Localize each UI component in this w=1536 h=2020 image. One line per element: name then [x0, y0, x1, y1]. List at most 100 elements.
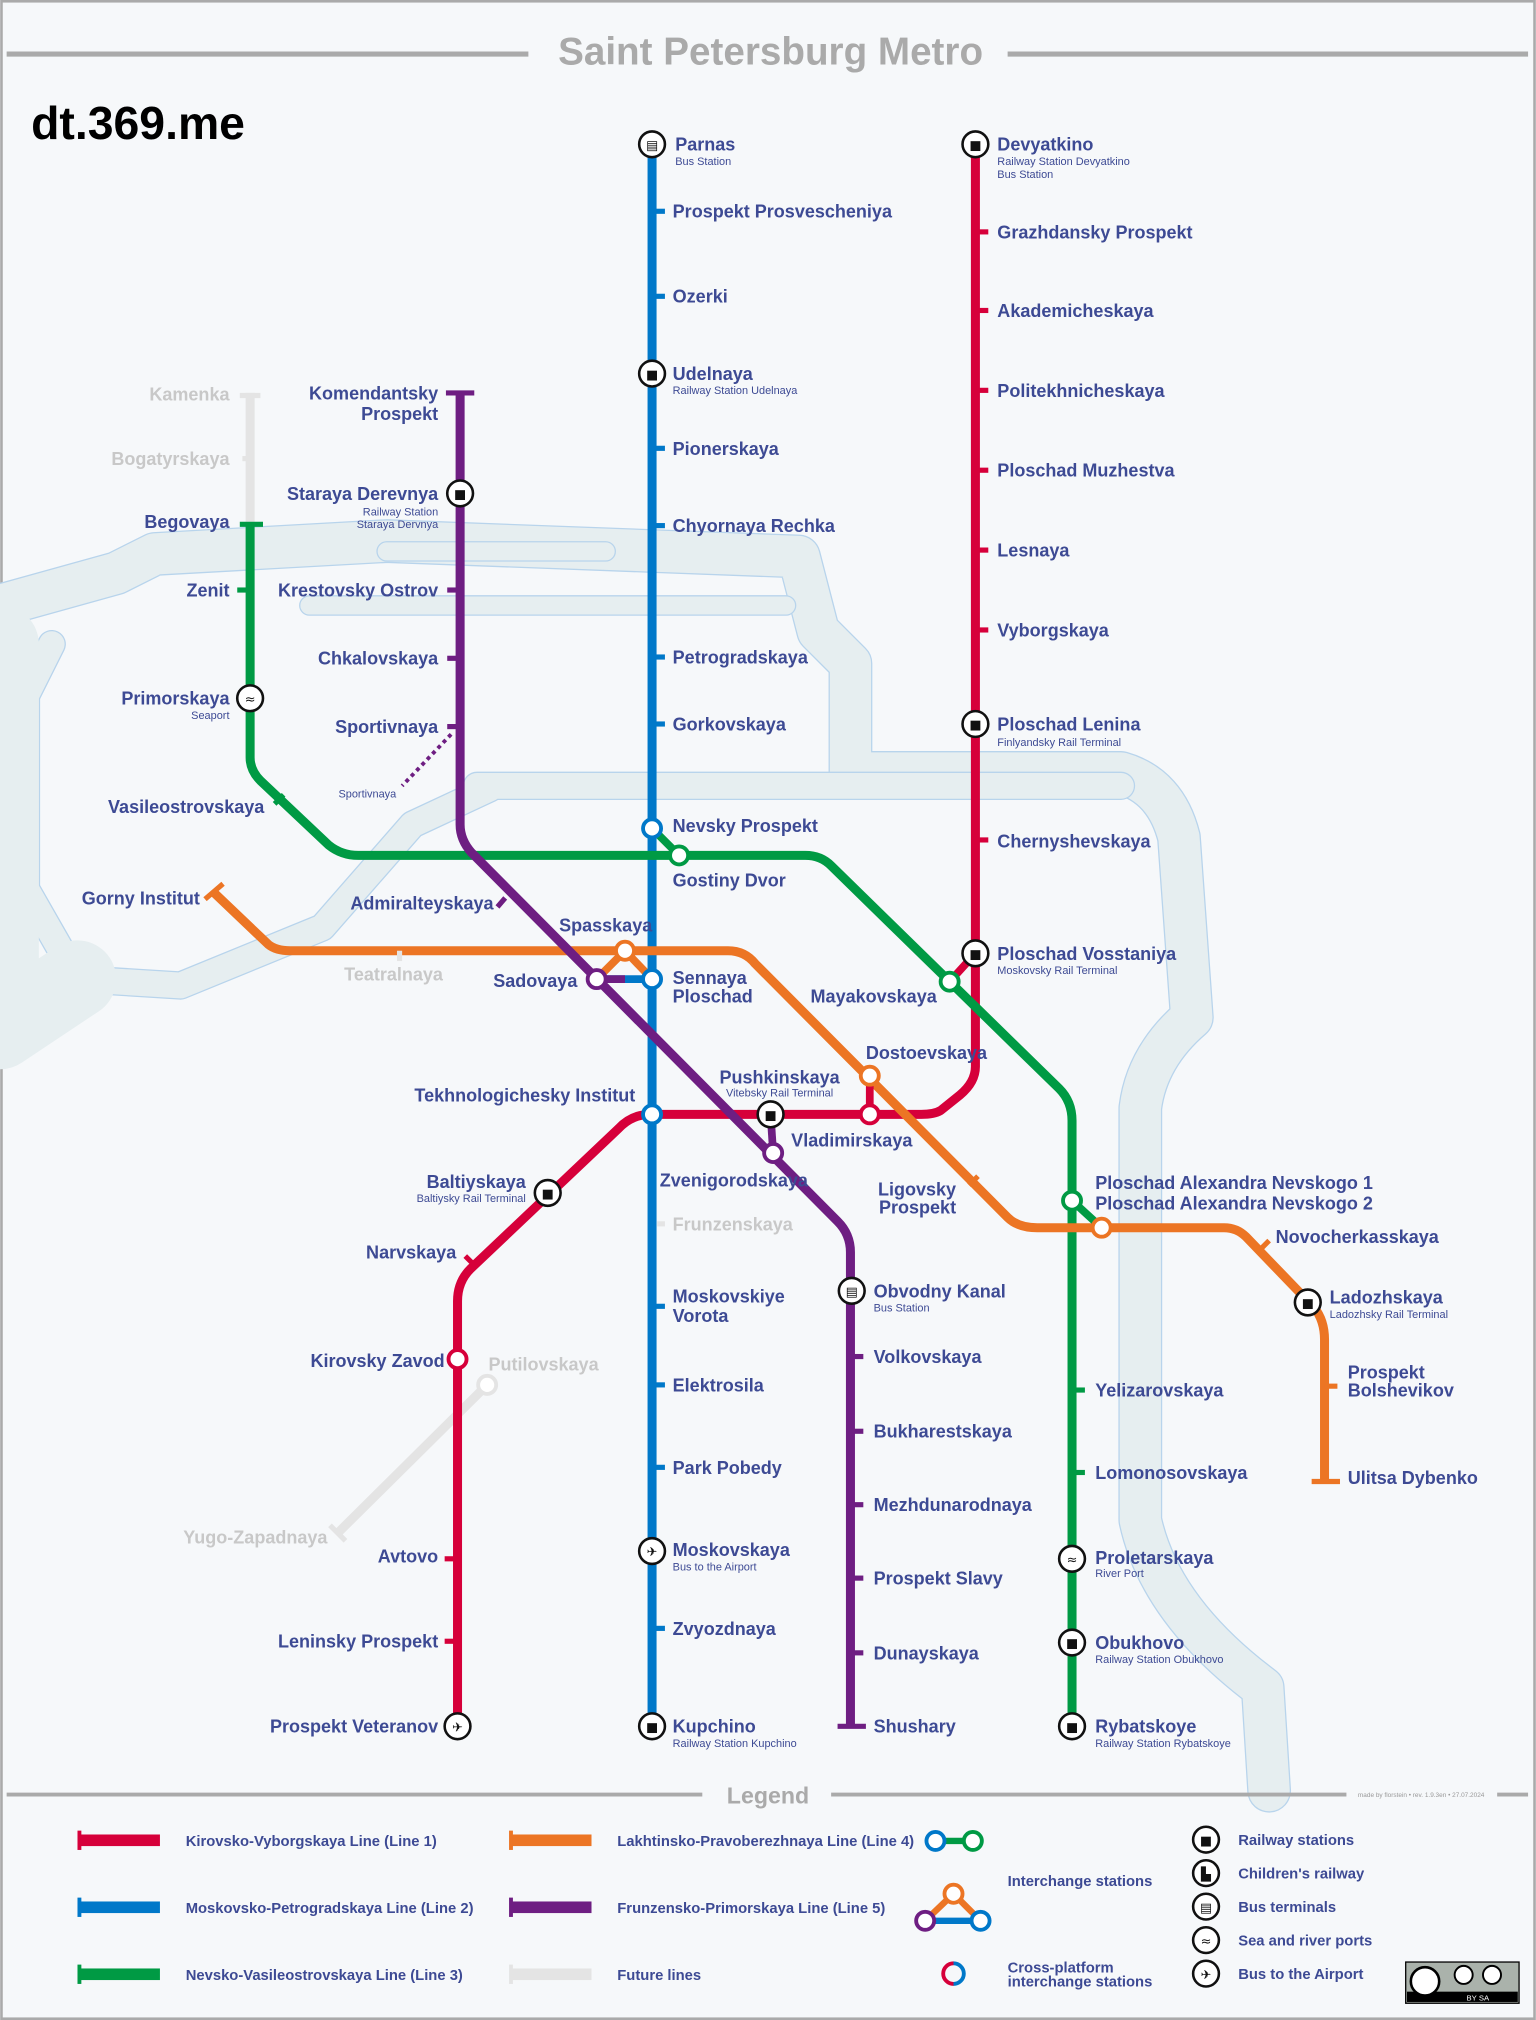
station-label[interactable]: Sportivnaya	[335, 717, 439, 737]
station-label[interactable]: Bukharestskaya	[874, 1422, 1013, 1442]
station-label[interactable]: Ladozhskaya	[1330, 1288, 1444, 1308]
station-label[interactable]: Akademicheskaya	[997, 301, 1154, 321]
station-label[interactable]: Obvodny Kanal	[874, 1281, 1006, 1301]
station-label[interactable]: Grazhdansky Prospekt	[997, 222, 1192, 242]
station-label[interactable]: Rybatskoye	[1095, 1717, 1196, 1737]
station-label[interactable]: Leninsky Prospekt	[278, 1632, 438, 1652]
station-sublabel: Staraya Dervnya	[357, 519, 439, 531]
station-label[interactable]: Avtovo	[378, 1547, 438, 1567]
station-label[interactable]: Tekhnologichesky Institut	[414, 1085, 635, 1105]
station-label[interactable]: Pushkinskaya	[720, 1067, 841, 1087]
station-label[interactable]: Ploschad Vosstaniya	[997, 944, 1177, 964]
station-label[interactable]: Mayakovskaya	[811, 986, 938, 1006]
station-ticks	[237, 208, 1338, 1656]
station-label[interactable]: Baltiyskaya	[427, 1172, 527, 1192]
station-label[interactable]: Vorota	[673, 1306, 730, 1326]
station-label[interactable]: Shushary	[874, 1717, 956, 1737]
station-label[interactable]: Gostiny Dvor	[673, 870, 786, 890]
station-label[interactable]: Proletarskaya	[1095, 1548, 1214, 1568]
station-label[interactable]: Ploschad Muzhestva	[997, 461, 1175, 481]
station-label[interactable]: Chyornaya Rechka	[673, 516, 836, 536]
station-label[interactable]: Obukhovo	[1095, 1633, 1184, 1653]
legend-label: Cross-platform	[1008, 1960, 1114, 1976]
legend-label: Frunzensko-Primorskaya Line (Line 5)	[617, 1901, 885, 1917]
station-label[interactable]: Dostoevskaya	[866, 1043, 988, 1063]
station-label[interactable]: Komendantsky	[309, 383, 438, 403]
station-label[interactable]: Ulitsa Dybenko	[1348, 1468, 1478, 1488]
station-label[interactable]: Bolshevikov	[1348, 1380, 1454, 1400]
station-label[interactable]: Narvskaya	[366, 1243, 457, 1263]
station-label-future[interactable]: Teatralnaya	[344, 964, 444, 984]
station-label[interactable]: Zvenigorodskaya	[660, 1170, 809, 1190]
station-label[interactable]: Prospekt Veteranov	[270, 1717, 438, 1737]
station-label[interactable]: Zvyozdnaya	[673, 1619, 777, 1639]
station-label-future[interactable]: Bogatyrskaya	[111, 449, 230, 469]
station-label[interactable]: Ligovsky	[878, 1180, 956, 1200]
station-label[interactable]: Udelnaya	[673, 364, 754, 384]
station-label[interactable]: Begovaya	[144, 512, 230, 532]
bus-terminal-icon: ▤	[637, 130, 667, 159]
line-1-labels[interactable]: Devyatkino Railway Station Devyatkino Bu…	[270, 135, 1193, 1737]
station-label[interactable]: Vyborgskaya	[997, 620, 1109, 640]
station-sublabel: Bus Station	[997, 169, 1053, 181]
station-label[interactable]: Prospekt	[879, 1198, 956, 1218]
station-label[interactable]: Ploschad Lenina	[997, 714, 1141, 734]
station-label[interactable]: Prospekt Slavy	[874, 1569, 1003, 1589]
line-4-labels[interactable]: Gorny Institut Teatralnaya Spasskaya Dos…	[82, 888, 1478, 1488]
station-label[interactable]: Krestovsky Ostrov	[278, 580, 438, 600]
station-label[interactable]: Gorkovskaya	[673, 714, 787, 734]
station-label[interactable]: Lomonosovskaya	[1095, 1463, 1248, 1483]
sa-icon	[1482, 1964, 1502, 1985]
station-label[interactable]: Chkalovskaya	[318, 649, 439, 669]
station-label[interactable]: Staraya Derevnya	[287, 484, 439, 504]
station-label[interactable]: Kupchino	[673, 1717, 756, 1737]
station-label[interactable]: Moskovskiye	[673, 1286, 785, 1306]
station-label[interactable]: Mezhdunarodnaya	[874, 1495, 1033, 1515]
station-label[interactable]: Spasskaya	[559, 915, 653, 935]
station-label[interactable]: Yelizarovskaya	[1095, 1380, 1224, 1400]
station-label[interactable]: Kirovsky Zavod	[310, 1351, 444, 1371]
line-3-labels[interactable]: Begovaya Zenit Primorskaya Seaport Vasil…	[108, 512, 1373, 1750]
line-1	[453, 144, 980, 1727]
station-label[interactable]: Chernyshevskaya	[997, 832, 1151, 852]
station-label[interactable]: Moskovskaya	[673, 1540, 791, 1560]
station-label[interactable]: Prospekt	[361, 404, 438, 424]
station-label[interactable]: Vladimirskaya	[791, 1131, 913, 1151]
station-label[interactable]: Petrogradskaya	[673, 647, 809, 667]
station-label[interactable]: Prospekt Prosvescheniya	[673, 202, 893, 222]
line-2-labels[interactable]: Parnas Bus Station Prospekt Prosvescheni…	[673, 135, 893, 1750]
station-label[interactable]: Elektrosila	[673, 1375, 765, 1395]
station-label[interactable]: Park Pobedy	[673, 1458, 782, 1478]
station-label[interactable]: Nevsky Prospekt	[673, 816, 818, 836]
station-label[interactable]: Ploschad	[673, 986, 753, 1006]
station-label[interactable]: Pionerskaya	[673, 439, 780, 459]
cc-license-badge[interactable]: BY SA	[1405, 1961, 1520, 2004]
station-label[interactable]: Gorny Institut	[82, 888, 200, 908]
svg-text:■: ■	[1066, 1637, 1078, 1652]
station-label[interactable]: Sadovaya	[493, 971, 578, 991]
station-label[interactable]: Dunayskaya	[874, 1643, 980, 1663]
station-label[interactable]: Novocherkasskaya	[1276, 1227, 1440, 1247]
station-label[interactable]: Lesnaya	[997, 541, 1070, 561]
station-label[interactable]: Ploschad Alexandra Nevskogo 2	[1095, 1194, 1373, 1214]
station-label-future[interactable]: Kamenka	[149, 385, 230, 405]
station-label[interactable]: Parnas	[675, 135, 735, 155]
station-label-future[interactable]: Frunzenskaya	[673, 1214, 794, 1234]
station-label[interactable]: Zenit	[186, 580, 229, 600]
station-label[interactable]: Vasileostrovskaya	[108, 797, 265, 817]
svg-text:▤: ▤	[1200, 1901, 1212, 1916]
future-labels[interactable]: Kamenka Bogatyrskaya Putilovskaya Yugo-Z…	[111, 385, 599, 1548]
station-label-future[interactable]: Yugo-Zapadnaya	[183, 1527, 328, 1547]
station-label[interactable]: Ozerki	[673, 287, 728, 307]
station-label[interactable]: Primorskaya	[121, 689, 230, 709]
station-label[interactable]: Prospekt	[1348, 1362, 1425, 1382]
station-label[interactable]: Volkovskaya	[874, 1347, 983, 1367]
station-label[interactable]: Politekhnicheskaya	[997, 381, 1165, 401]
station-label[interactable]: Admiralteyskaya	[350, 894, 494, 914]
future-lines	[239, 392, 491, 1543]
line-5-labels[interactable]: Komendantsky Prospekt Staraya Derevnya R…	[278, 383, 1033, 1736]
station-label-future[interactable]: Putilovskaya	[488, 1355, 599, 1375]
station-label[interactable]: Ploschad Alexandra Nevskogo 1	[1095, 1173, 1373, 1193]
station-label[interactable]: Sennaya	[673, 968, 748, 988]
station-label[interactable]: Devyatkino	[997, 135, 1093, 155]
